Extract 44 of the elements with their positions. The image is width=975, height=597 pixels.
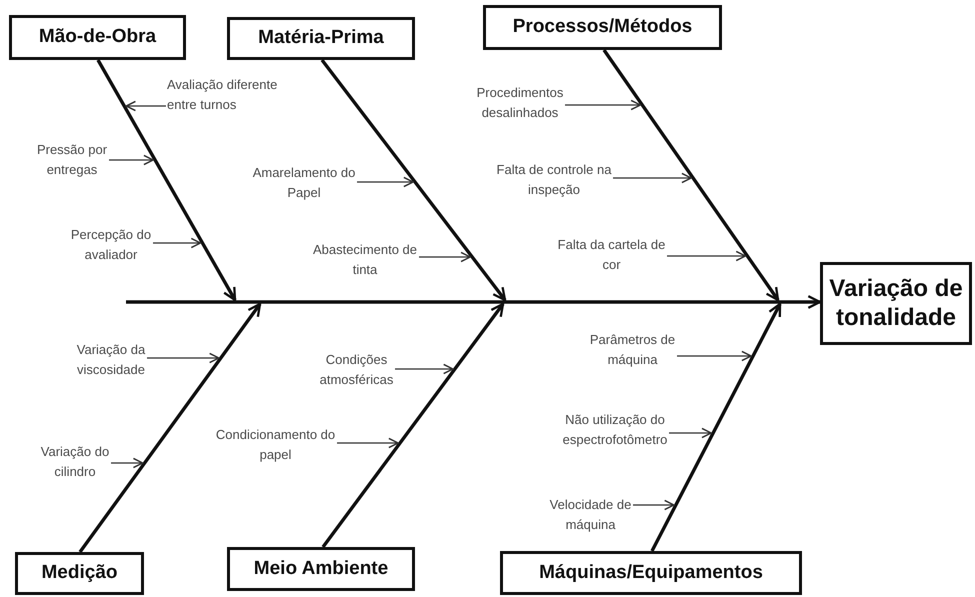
category-box: Máquinas/Equipamentos <box>500 551 802 595</box>
arrow <box>633 500 675 510</box>
arrow <box>669 428 712 438</box>
category-box: Mão-de-Obra <box>9 15 186 60</box>
arrow <box>147 352 220 364</box>
effect-box: Variação de tonalidade <box>820 262 972 345</box>
arrow <box>357 176 414 188</box>
arrow <box>320 58 506 302</box>
arrow <box>565 100 642 110</box>
category-box: Meio Ambiente <box>227 547 415 591</box>
cause-label: Percepção do avaliador <box>70 225 152 264</box>
cause-label: Variação do cilindro <box>40 442 110 481</box>
cause-label: Pressão por entregas <box>36 140 108 179</box>
cause-label: Abastecimento de tinta <box>312 240 418 279</box>
category-box: Processos/Métodos <box>483 5 722 50</box>
arrow <box>109 154 154 166</box>
arrow <box>126 295 822 309</box>
arrow <box>602 49 780 302</box>
arrow <box>419 252 471 262</box>
category-box: Medição <box>15 552 144 595</box>
cause-label: Falta de controle na inspeção <box>496 160 612 199</box>
category-box: Matéria-Prima <box>227 17 415 60</box>
cause-label: Não utilização do espectrofotômetro <box>562 410 668 449</box>
arrow <box>78 302 262 553</box>
cause-label: Amarelamento do Papel <box>252 163 356 202</box>
cause-label: Parâmetros de máquina <box>589 330 676 369</box>
cause-label: Condições atmosféricas <box>319 350 394 389</box>
cause-label: Velocidade de máquina <box>549 495 632 534</box>
arrow <box>111 458 144 468</box>
arrow <box>677 350 752 362</box>
cause-label: Condicionamento do papel <box>215 425 336 464</box>
arrow <box>153 238 202 248</box>
arrow <box>126 100 166 112</box>
cause-label: Falta da cartela de cor <box>557 235 666 274</box>
arrow <box>667 250 746 262</box>
arrow <box>395 364 454 374</box>
cause-label: Procedimentos desalinhados <box>476 83 564 122</box>
cause-label: Avaliação diferente entre turnos <box>167 75 279 114</box>
arrow <box>337 438 399 448</box>
cause-label: Variação da viscosidade <box>76 340 146 379</box>
arrow <box>96 59 236 302</box>
arrow <box>650 302 782 552</box>
arrow <box>613 172 692 184</box>
arrow <box>322 302 504 548</box>
